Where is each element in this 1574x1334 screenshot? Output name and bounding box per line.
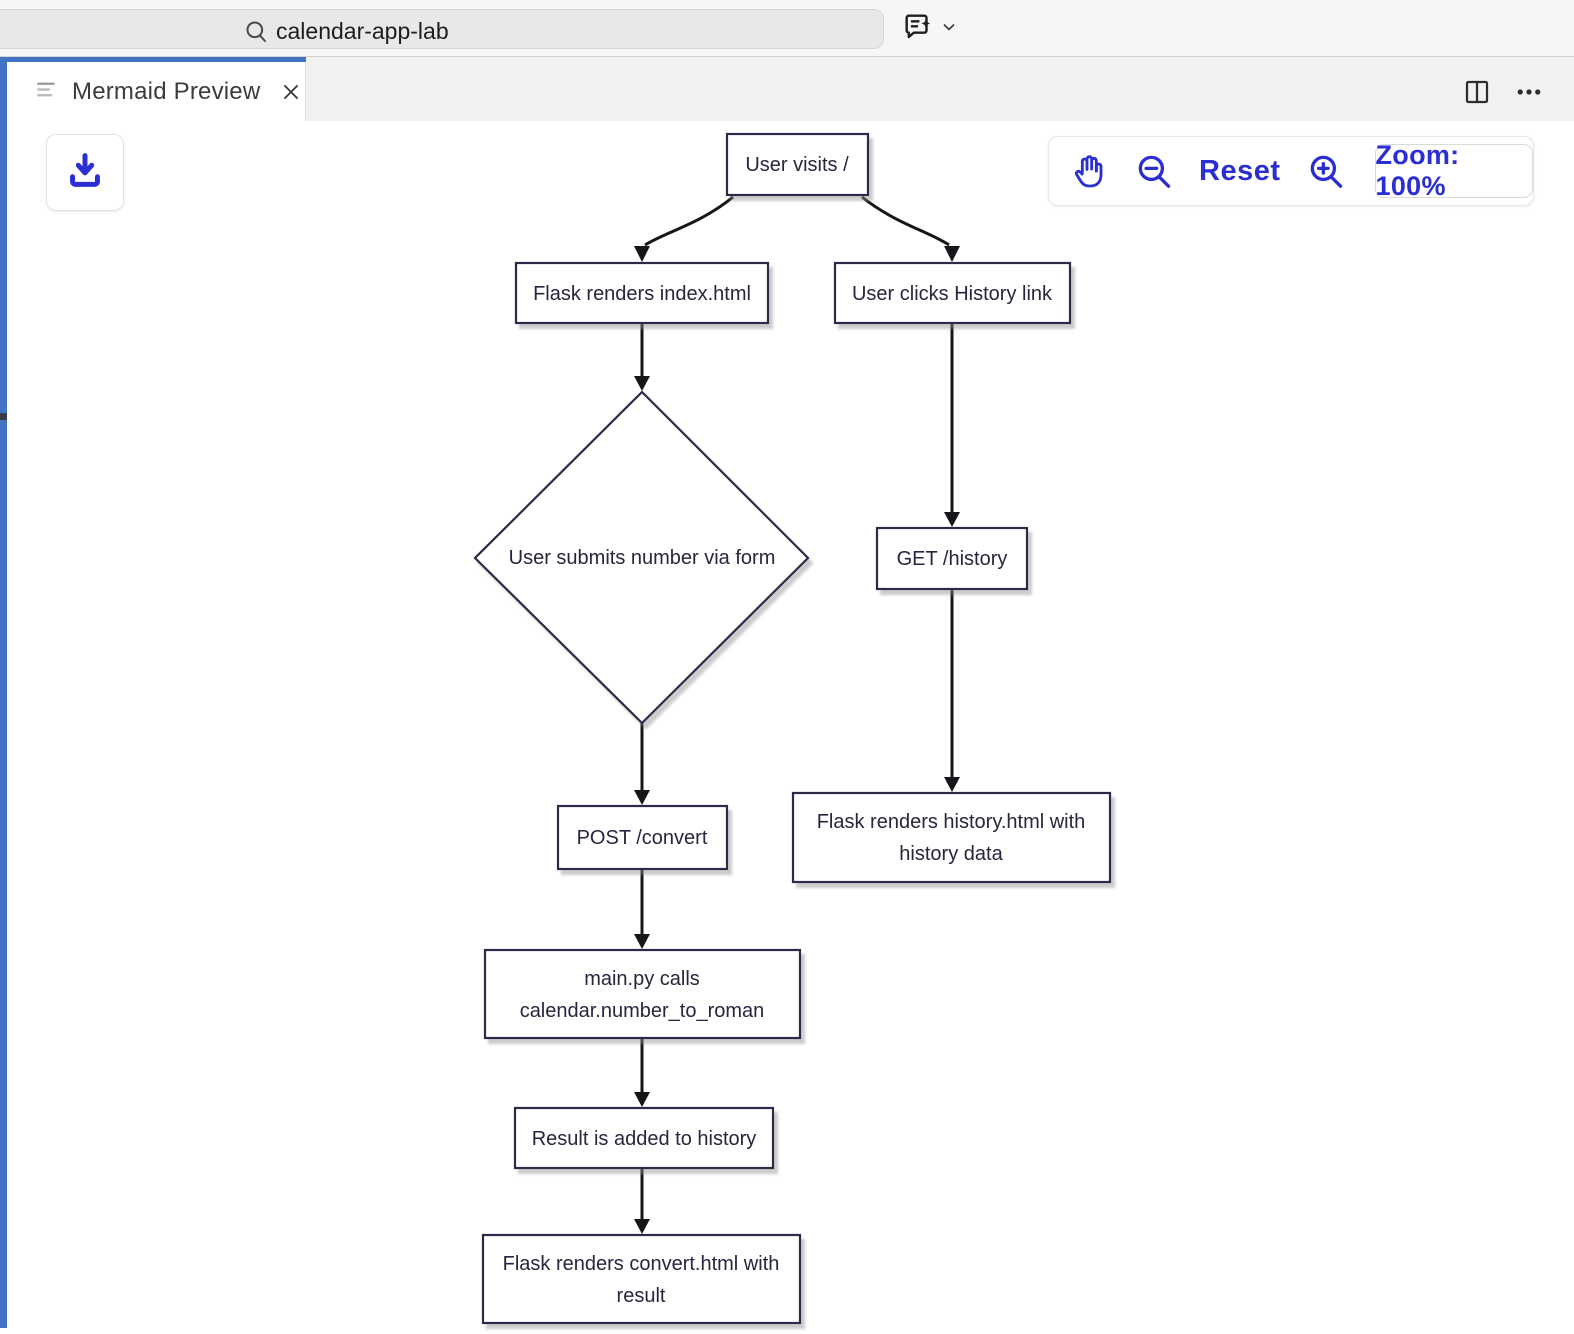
- svg-text:User clicks History link: User clicks History link: [852, 283, 1053, 305]
- zoom-level-label: Zoom: 100%: [1375, 140, 1460, 201]
- search-icon: [243, 18, 270, 50]
- node-get-history: GET /history: [875, 526, 1029, 591]
- active-tab-accent: [0, 57, 306, 62]
- editor-actions: [1462, 62, 1574, 121]
- node-submit-diamond: User submits number via form: [473, 390, 810, 725]
- download-icon: [62, 147, 108, 198]
- preview-lines-icon: [35, 78, 58, 106]
- svg-text:Flask renders convert.html wit: Flask renders convert.html with: [503, 1253, 780, 1275]
- zoom-level-indicator: Zoom: 100%: [1374, 140, 1533, 201]
- svg-text:User submits number via form: User submits number via form: [509, 547, 776, 569]
- svg-text:Flask renders index.html: Flask renders index.html: [533, 283, 751, 305]
- svg-text:Flask renders history.html wit: Flask renders history.html with: [817, 811, 1086, 833]
- node-result-history: Result is added to history: [513, 1106, 775, 1170]
- flow-edges: [634, 195, 960, 1234]
- svg-text:POST /convert: POST /convert: [577, 827, 708, 849]
- node-user-visits: User visits /: [725, 132, 870, 197]
- svg-text:history data: history data: [899, 843, 1003, 865]
- node-flask-history: Flask renders history.html with history …: [791, 791, 1112, 884]
- search-value: calendar-app-lab: [276, 18, 449, 44]
- download-button[interactable]: [46, 134, 124, 211]
- more-actions-icon[interactable]: [1514, 77, 1544, 107]
- scroll-position-notch: [0, 413, 8, 420]
- chevron-down-icon: [941, 19, 957, 40]
- node-post-convert: POST /convert: [556, 804, 729, 871]
- close-icon[interactable]: [280, 81, 302, 103]
- tab-mermaid-preview[interactable]: Mermaid Preview: [7, 62, 306, 121]
- pan-hand-icon[interactable]: [1069, 151, 1109, 191]
- editor-group-accent: [0, 57, 7, 1328]
- svg-text:main.py calls: main.py calls: [584, 968, 700, 990]
- svg-text:User visits /: User visits /: [745, 154, 849, 176]
- zoom-out-icon[interactable]: [1133, 150, 1175, 192]
- svg-text:calendar.number_to_roman: calendar.number_to_roman: [520, 1000, 765, 1022]
- reset-button[interactable]: Reset: [1199, 154, 1281, 187]
- node-flask-convert: Flask renders convert.html with result: [481, 1233, 802, 1325]
- zoom-toolbar: Reset Zoom: 100%: [1048, 136, 1534, 206]
- node-history-link: User clicks History link: [833, 261, 1072, 325]
- svg-text:Result is added to history: Result is added to history: [532, 1128, 757, 1150]
- svg-text:result: result: [617, 1285, 666, 1307]
- split-editor-icon[interactable]: [1462, 77, 1492, 107]
- mermaid-preview-canvas[interactable]: [7, 121, 1574, 1334]
- copilot-chat-button[interactable]: [901, 10, 963, 48]
- svg-text:GET /history: GET /history: [897, 548, 1008, 570]
- node-flask-index: Flask renders index.html: [514, 261, 770, 325]
- tab-title: Mermaid Preview: [72, 77, 261, 105]
- command-search-input[interactable]: calendar-app-lab: [0, 9, 884, 49]
- chat-sparkle-icon: [901, 10, 935, 49]
- node-mainpy-calls: main.py calls calendar.number_to_roman: [483, 948, 802, 1040]
- zoom-in-icon[interactable]: [1305, 150, 1347, 192]
